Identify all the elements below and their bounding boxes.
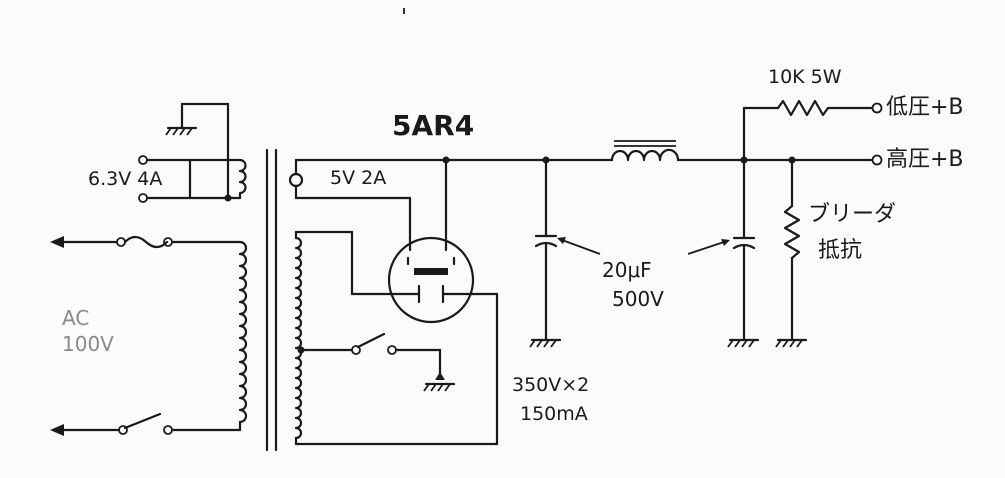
primary-winding	[168, 240, 248, 432]
bleeder-label-1: ブリーダ	[808, 202, 897, 227]
capacitor-label-1: 20μF	[602, 258, 652, 282]
high-b-output-label: 高圧+B	[886, 147, 964, 172]
bleeder-label-2: 抵抗	[818, 238, 863, 263]
filter-capacitor-1	[529, 158, 601, 348]
fuse	[50, 235, 173, 249]
heater-winding-label: 6.3V 4A	[88, 168, 163, 190]
output-terminals	[871, 102, 883, 166]
bleeder-resistor	[775, 158, 808, 348]
hv-winding-label-1: 350V×2	[512, 374, 590, 396]
b-plus-rail	[444, 156, 874, 164]
tube-5ar4	[387, 236, 475, 324]
filter-capacitor-2	[687, 158, 760, 348]
dropping-resistor	[742, 99, 874, 162]
capacitor-label-2: 500V	[612, 287, 664, 311]
transformer-core	[265, 148, 278, 452]
tube-label: 5AR4	[392, 109, 475, 142]
rectifier-heater-winding	[288, 156, 450, 252]
dropping-resistor-label: 10K 5W	[768, 66, 842, 88]
hv-secondary-winding	[294, 230, 499, 446]
power-switch	[50, 412, 173, 436]
ac-input-label-2: 100V	[62, 332, 114, 356]
heater-winding-6v3	[138, 102, 247, 203]
ac-input-label-1: AC	[62, 306, 90, 330]
hv-winding-label-2: 150mA	[520, 403, 588, 425]
low-b-output-label: 低圧+B	[886, 95, 964, 120]
filter-choke	[610, 140, 680, 162]
rectifier-heater-label: 5V 2A	[330, 167, 387, 189]
